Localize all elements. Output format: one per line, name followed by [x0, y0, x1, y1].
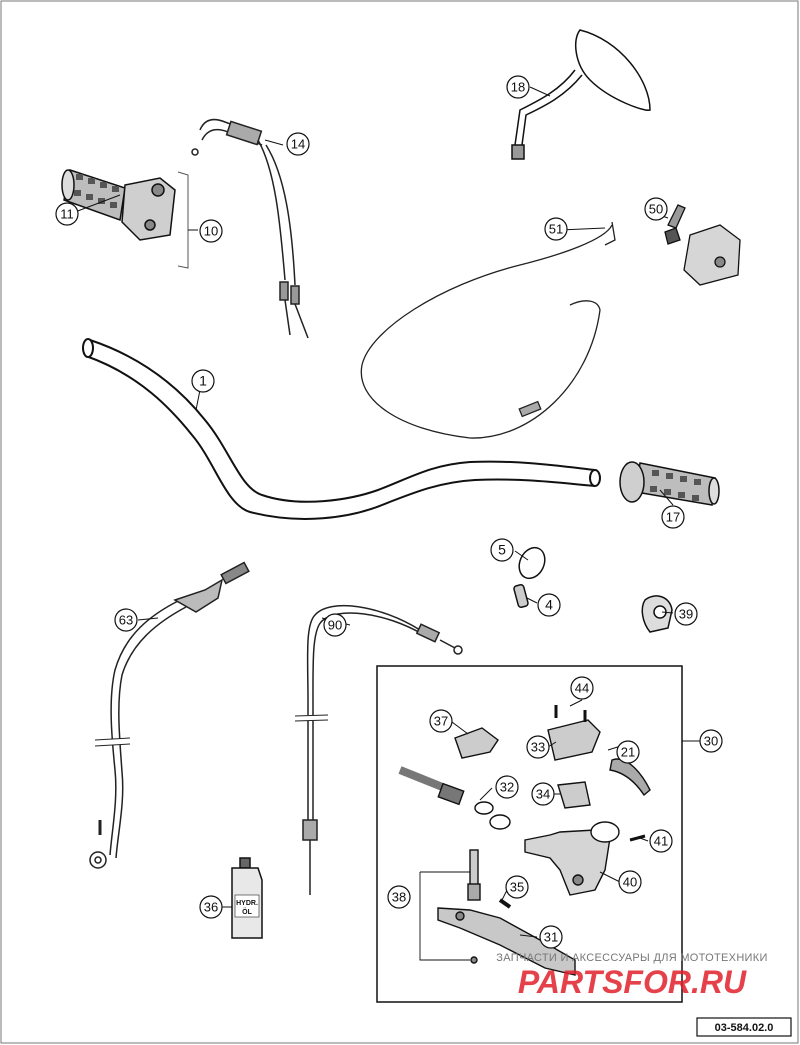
callout-label-17: 17 [666, 510, 680, 525]
callout-circle-18 [506, 75, 530, 99]
callout-circle-90 [323, 613, 347, 637]
callout-label-35: 35 [510, 880, 524, 895]
callout-label-10: 10 [204, 224, 218, 239]
callout-label-32: 32 [500, 780, 514, 795]
callout-circle-36 [199, 895, 223, 919]
callout-label-36: 36 [204, 900, 218, 915]
callout-label-63: 63 [119, 613, 133, 628]
callout-circle-41 [649, 829, 673, 853]
watermark-subtitle: ЗАПЧАСТИ И АКСЕССУАРЫ ДЛЯ МОТОТЕХНИКИ [496, 952, 767, 964]
switch-drawing [664, 204, 741, 286]
drawing-number-box: 03-584.02.0 [696, 1017, 792, 1037]
master-cylinder-group-frame [376, 665, 700, 1003]
callout-circle-14 [286, 132, 310, 156]
callout-label-1: 1 [199, 373, 207, 389]
bottle-label-line1: HYDR. [236, 900, 258, 907]
throttle-cables-drawing [191, 118, 309, 339]
brake-line-drawing [89, 561, 250, 869]
clutch-cable-drawing [294, 604, 463, 895]
clamp-39-drawing [641, 595, 673, 633]
callout-label-51: 51 [549, 222, 563, 237]
callout-circle-30 [699, 729, 723, 753]
callout-circle-4 [537, 593, 561, 617]
part-callouts: 1451011141718213031323334353637383940414… [55, 75, 723, 949]
hydraulic-oil-bottle: HYDR. ÖL [231, 857, 263, 939]
callout-label-4: 4 [545, 597, 553, 613]
callout-circle-31 [539, 925, 563, 949]
callout-label-40: 40 [623, 875, 637, 890]
callout-label-5: 5 [498, 542, 506, 558]
callout-label-14: 14 [291, 137, 305, 152]
callout-label-30: 30 [704, 734, 718, 749]
callout-label-31: 31 [544, 930, 558, 945]
callout-circle-44 [570, 676, 594, 700]
callout-circle-10 [199, 219, 223, 243]
callout-circle-35 [505, 875, 529, 899]
callout-circle-1 [191, 369, 215, 393]
bottle-label-line2: ÖL [242, 907, 252, 916]
callout-label-38: 38 [392, 890, 406, 905]
callout-label-41: 41 [654, 834, 668, 849]
left-grip-drawing [619, 461, 720, 506]
callout-label-37: 37 [434, 714, 448, 729]
callout-circle-51 [544, 217, 568, 241]
callout-circle-50 [644, 197, 668, 221]
callout-circle-38 [387, 885, 411, 909]
clamp-sleeve-drawing [513, 546, 546, 608]
callout-label-18: 18 [511, 80, 525, 95]
leader-lines [74, 86, 674, 938]
partsfor-watermark: ЗАПЧАСТИ И АКСЕССУАРЫ ДЛЯ МОТОТЕХНИКИ PA… [496, 952, 767, 1000]
callout-circle-33 [526, 735, 550, 759]
callout-circle-63 [114, 608, 138, 632]
callout-circle-32 [495, 775, 519, 799]
callout-circle-39 [674, 602, 698, 626]
drawing-number: 03-584.02.0 [715, 1022, 774, 1034]
callout-circle-34 [531, 782, 555, 806]
callout-label-90: 90 [328, 618, 342, 633]
callout-circle-17 [661, 505, 685, 529]
master-cylinder-parts-drawing [398, 705, 651, 976]
callout-label-33: 33 [531, 740, 545, 755]
callout-label-39: 39 [679, 607, 693, 622]
callout-label-44: 44 [575, 681, 589, 696]
callout-circle-21 [616, 740, 640, 764]
callout-circle-40 [618, 870, 642, 894]
throttle-grip-drawing [61, 169, 189, 269]
callout-label-34: 34 [536, 787, 550, 802]
callout-label-50: 50 [649, 202, 663, 217]
callout-label-11: 11 [60, 207, 74, 222]
callout-label-21: 21 [621, 745, 635, 760]
cable-51-drawing [360, 221, 616, 439]
callout-circle-5 [490, 538, 514, 562]
callout-circle-37 [429, 709, 453, 733]
watermark-logo: PARTSFOR.RU [518, 964, 747, 1000]
mirror-drawing [511, 29, 651, 160]
callout-circle-11 [55, 202, 79, 226]
handlebar-drawing [82, 338, 601, 520]
